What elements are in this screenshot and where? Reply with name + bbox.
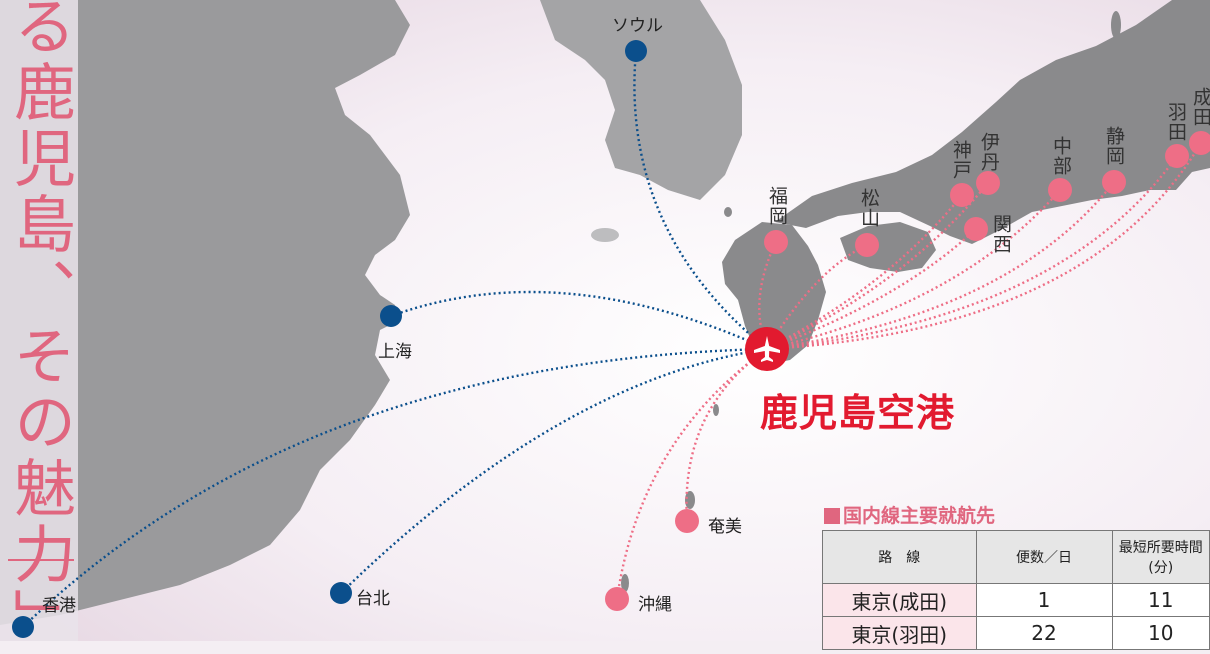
city-marker-seoul [625,40,647,62]
city-label-haneda: 羽田 [1165,102,1187,142]
city-marker-taipei [330,582,352,604]
airplane-icon [745,327,789,371]
island [621,574,629,592]
table-row: 東京(成田) 1 11 [822,583,1210,617]
city-label-amami: 奄美 [708,517,742,537]
city-marker-kansai [964,217,988,241]
city-marker-shizuoka [1102,170,1126,194]
city-marker-haneda [1165,144,1189,168]
city-marker-matsuyama [855,233,879,257]
flights-cell: 22 [975,616,1113,650]
city-label-okinawa: 沖縄 [638,595,672,615]
airport-name: 鹿児島空港 [760,391,956,435]
vertical-title: る鹿児島、その魅力」 [3,0,76,654]
title-banner [0,0,78,641]
route-line-kobe [766,194,963,351]
city-label-shizuoka: 静岡 [1103,126,1125,166]
city-label-chubu: 中部 [1050,136,1072,176]
city-marker-fukuoka [764,230,788,254]
kyushu-landmass [722,222,826,364]
route-line-hongkong [22,347,768,628]
city-label-narita: 成田 [1190,87,1210,127]
table-title-text: 国内線主要就航先 [843,505,996,527]
city-marker-okinawa [605,587,629,611]
city-label-taipei: 台北 [356,589,390,609]
city-marker-narita [1189,131,1210,155]
route-line-shanghai [390,290,768,351]
city-label-kansai: 関西 [990,214,1012,254]
mainland-landmass [0,0,410,625]
table-title: 国内線主要就航先 [824,501,995,528]
city-marker-itami [976,171,1000,195]
island [724,207,732,217]
flights-cell: 1 [975,583,1113,617]
city-marker-amami [675,509,699,533]
island [685,491,695,509]
header-route: 路 線 [822,530,977,584]
city-label-seoul: ソウル [612,16,663,36]
island [1111,11,1121,39]
time-cell: 11 [1111,583,1210,617]
city-marker-kobe [950,183,974,207]
city-label-itami: 伊丹 [978,132,1000,172]
route-line-chubu [766,189,1061,351]
city-marker-hongkong [12,616,34,638]
route-line-kansai [766,228,977,351]
city-label-matsuyama: 松山 [858,188,880,228]
header-time: 最短所要時間(分) [1111,530,1210,584]
time-cell: 10 [1111,616,1210,650]
island [591,228,619,242]
route-cell: 東京(羽田) [822,616,977,650]
island [713,404,719,416]
honshu-landmass [775,0,1210,244]
city-label-kobe: 神戸 [950,140,972,180]
city-marker-chubu [1048,178,1072,202]
city-marker-shanghai [380,305,402,327]
route-line-itami [766,182,989,351]
table-row: 東京(羽田) 22 10 [822,616,1210,650]
city-label-fukuoka: 福岡 [766,186,788,226]
korea-landmass [540,0,742,200]
domestic-route-table: 路 線 便数／日 最短所要時間(分) 東京(成田) 1 11 東京(羽田) 22… [822,530,1210,650]
route-line-narita [766,142,1203,351]
square-icon [824,508,840,524]
route-cell: 東京(成田) [822,583,977,617]
city-label-hongkong: 香港 [42,596,76,616]
city-label-shanghai: 上海 [378,342,412,362]
header-flights: 便数／日 [975,530,1113,584]
